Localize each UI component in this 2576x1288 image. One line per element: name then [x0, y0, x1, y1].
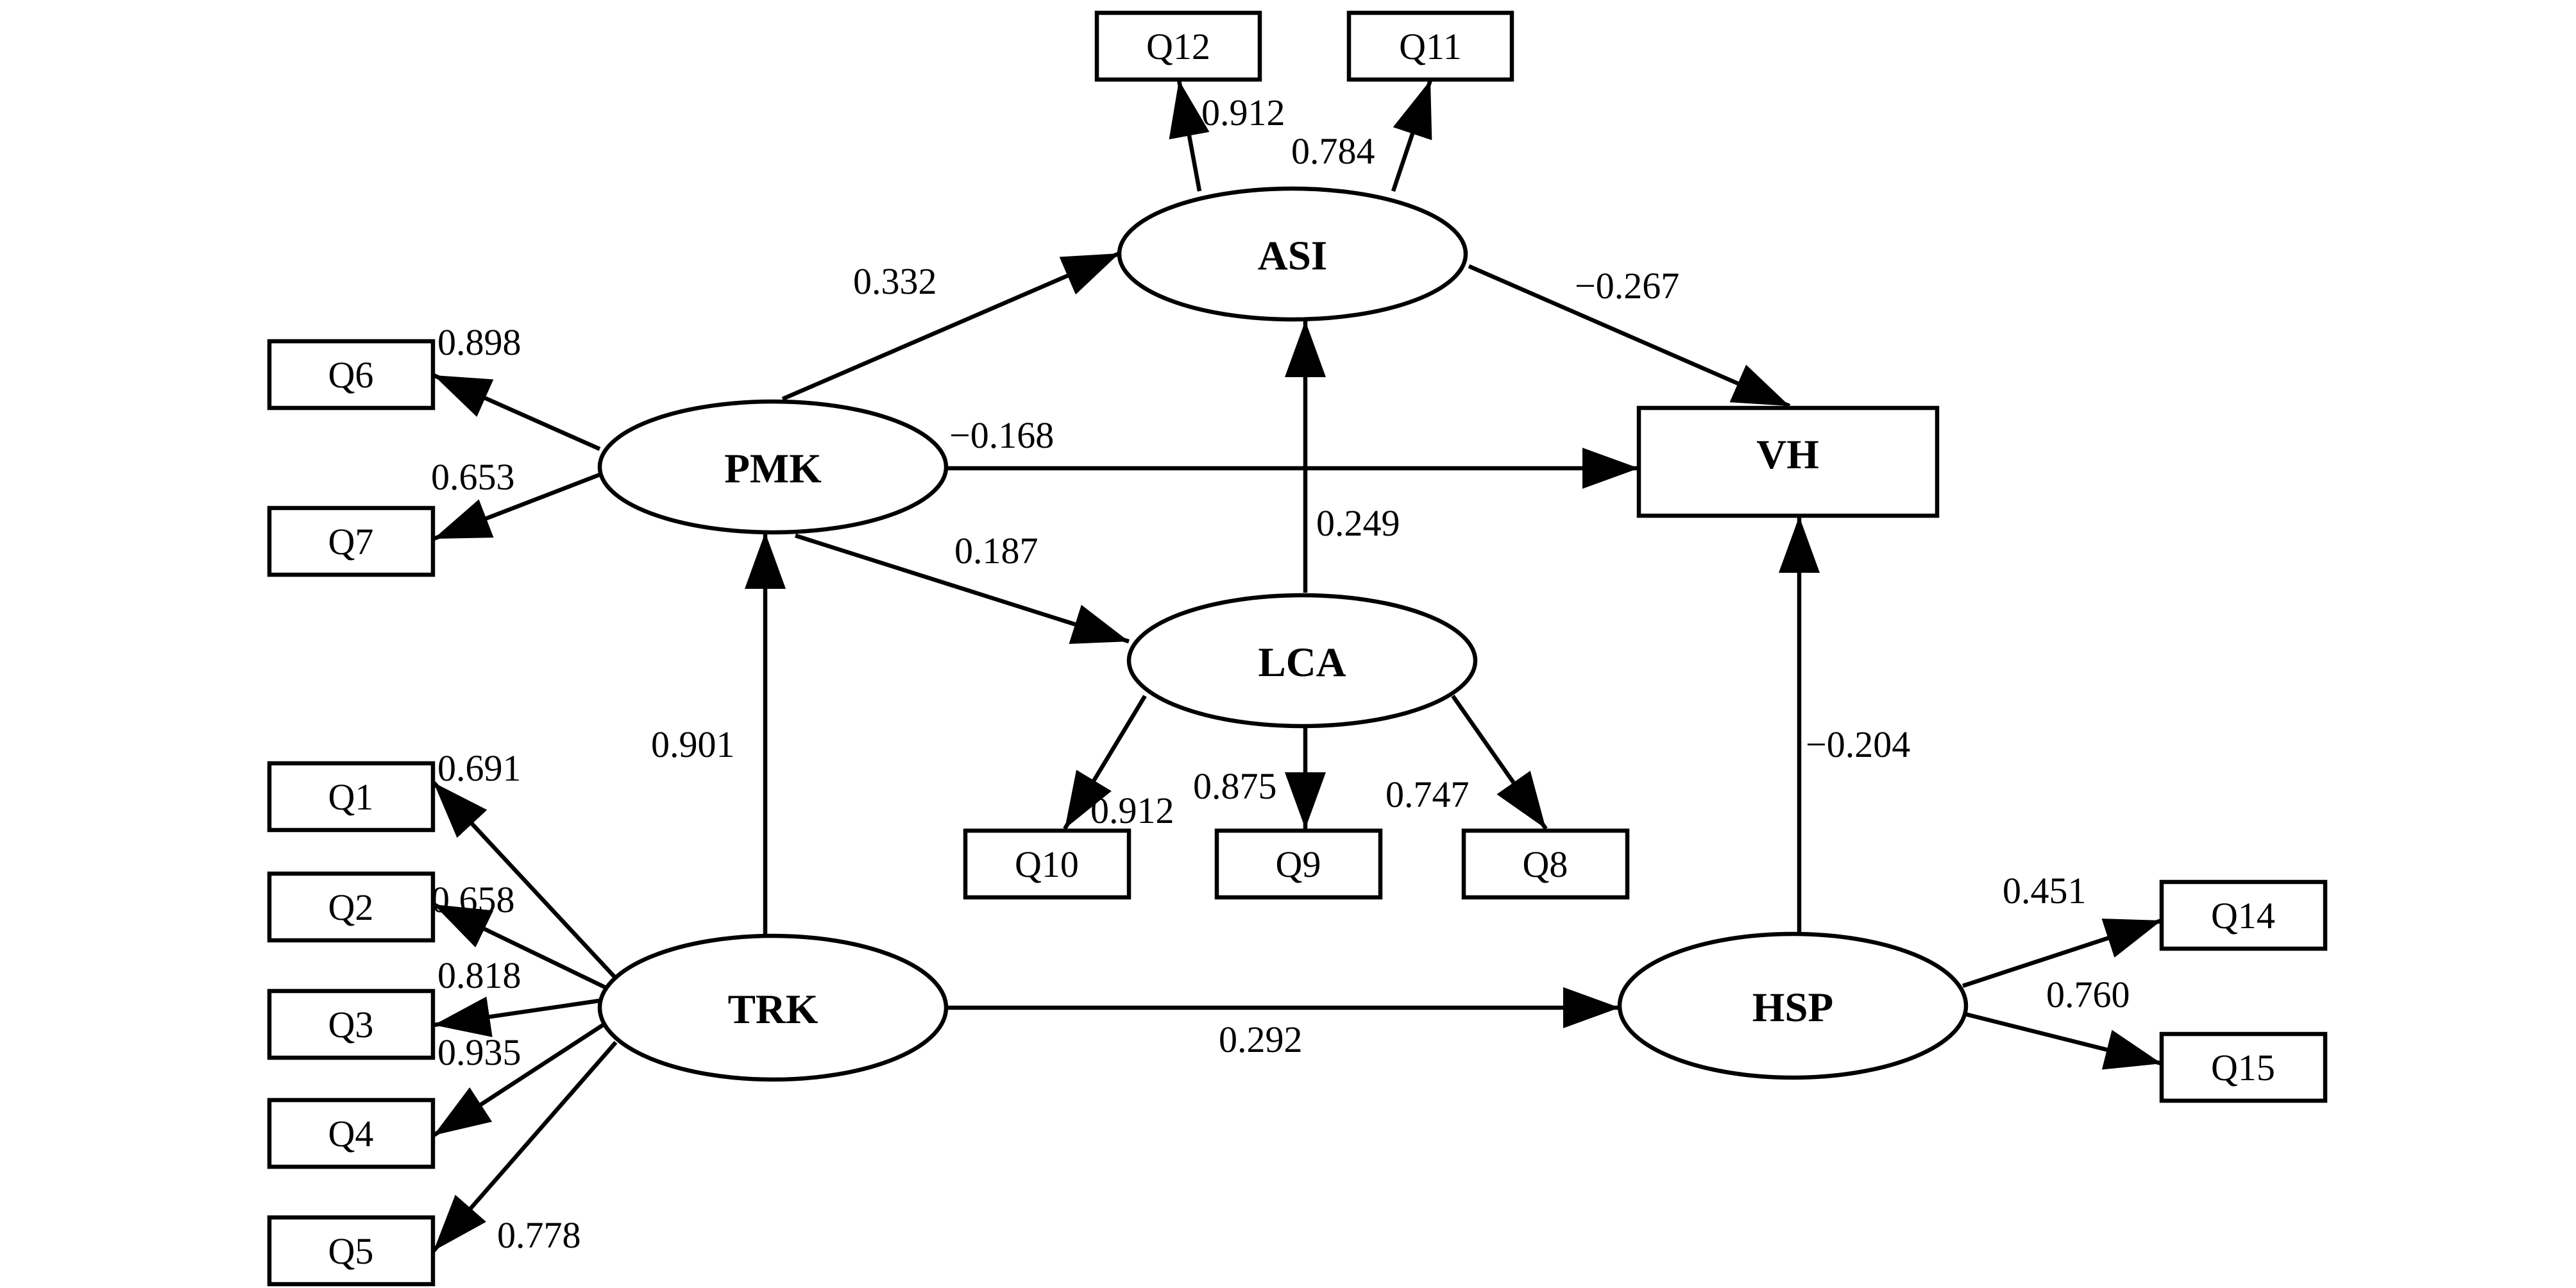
- edge-hsp-q14: [1962, 918, 2163, 988]
- edge-lca-q10: [1063, 695, 1147, 830]
- loading-lca-q9: 0.875: [1193, 765, 1277, 807]
- node-asi-label: ASI: [1258, 233, 1327, 279]
- indicator-q10: Q10: [963, 828, 1131, 900]
- coef-hsp-vh: −0.204: [1806, 724, 1910, 765]
- edge-hsp-q15: [1962, 1011, 2162, 1070]
- indicator-q7: Q7: [267, 505, 436, 577]
- indicator-q12-label: Q12: [1146, 26, 1210, 67]
- edge-asi-q12: [1169, 80, 1210, 192]
- indicator-q5-label: Q5: [328, 1230, 374, 1272]
- coef-asi-vh: −0.267: [1575, 265, 1679, 307]
- coef-trk-pmk: 0.901: [651, 724, 735, 765]
- loading-asi-q12: 0.912: [1201, 92, 1285, 133]
- loading-trk-q3: 0.818: [437, 954, 521, 996]
- node-hsp-label: HSP: [1752, 985, 1833, 1031]
- indicator-q6: Q6: [267, 339, 436, 411]
- loading-hsp-q15: 0.760: [2046, 974, 2130, 1015]
- indicator-q1-label: Q1: [328, 776, 374, 818]
- coef-pmk-asi: 0.332: [853, 260, 937, 302]
- loading-asi-q11: 0.784: [1291, 130, 1375, 172]
- indicator-q15: Q15: [2159, 1031, 2328, 1103]
- indicator-q2-label: Q2: [328, 886, 374, 928]
- loading-lca-q10: 0.912: [1090, 790, 1174, 831]
- edge-pmk-q7: [432, 472, 601, 541]
- indicator-q14: Q14: [2159, 879, 2328, 951]
- edge-trk-q2: [432, 902, 607, 990]
- edge-trk-q1: [432, 781, 618, 980]
- loading-hsp-q14: 0.451: [2003, 870, 2087, 911]
- edge-asi-vh: [1468, 264, 1791, 408]
- indicator-q4: Q4: [267, 1097, 436, 1169]
- edge-trk-q5: [432, 1040, 618, 1253]
- indicator-q9-label: Q9: [1276, 843, 1321, 885]
- coef-pmk-vh: −0.168: [949, 414, 1054, 456]
- indicator-q2: Q2: [267, 871, 436, 943]
- indicator-q3: Q3: [267, 988, 436, 1060]
- indicator-q12: Q12: [1094, 10, 1262, 82]
- indicator-q10-label: Q10: [1015, 843, 1079, 885]
- loading-pmk-q6: 0.898: [437, 321, 521, 363]
- indicator-q8-label: Q8: [1523, 843, 1568, 885]
- indicator-q1: Q1: [267, 761, 436, 833]
- node-hsp: HSP: [1617, 931, 1969, 1080]
- node-vh-label: VH: [1756, 432, 1819, 478]
- indicator-q7-label: Q7: [328, 521, 374, 563]
- node-pmk-label: PMK: [724, 446, 822, 492]
- indicator-q11: Q11: [1346, 10, 1514, 82]
- node-trk-label: TRK: [728, 987, 818, 1033]
- node-trk: TRK: [597, 933, 949, 1082]
- node-lca-label: LCA: [1258, 640, 1346, 686]
- indicator-q11-label: Q11: [1399, 26, 1462, 67]
- indicator-q5: Q5: [267, 1215, 436, 1287]
- coef-pmk-lca: 0.187: [954, 530, 1038, 572]
- coef-trk-hsp: 0.292: [1219, 1019, 1303, 1060]
- node-vh: VH: [1636, 405, 1940, 518]
- node-lca: LCA: [1126, 593, 1478, 729]
- loading-pmk-q7: 0.653: [431, 456, 515, 498]
- node-pmk: PMK: [597, 399, 949, 535]
- edge-pmk-lca: [795, 533, 1130, 644]
- indicator-q14-label: Q14: [2211, 895, 2275, 936]
- indicator-q6-label: Q6: [328, 354, 374, 396]
- node-asi: ASI: [1117, 186, 1468, 322]
- loading-trk-q2: 0.658: [431, 879, 515, 920]
- edge-lca-q8: [1451, 695, 1548, 830]
- loading-trk-q1: 0.691: [437, 747, 521, 789]
- loading-trk-q5: 0.778: [497, 1214, 581, 1256]
- indicator-q9: Q9: [1214, 828, 1383, 900]
- indicator-q8: Q8: [1461, 828, 1630, 900]
- edge-trk-q3: [433, 996, 600, 1037]
- edge-pmk-q6: [432, 373, 601, 451]
- indicator-q3-label: Q3: [328, 1004, 374, 1046]
- edge-asi-q11: [1391, 79, 1433, 192]
- coef-lca-asi: 0.249: [1316, 502, 1400, 544]
- indicator-q4-label: Q4: [328, 1113, 374, 1155]
- edge-trk-q4: [432, 1023, 604, 1137]
- edge-pmk-asi: [781, 251, 1121, 401]
- loading-lca-q8: 0.747: [1385, 774, 1470, 815]
- indicator-q15-label: Q15: [2211, 1047, 2275, 1089]
- loading-trk-q4: 0.935: [437, 1031, 521, 1073]
